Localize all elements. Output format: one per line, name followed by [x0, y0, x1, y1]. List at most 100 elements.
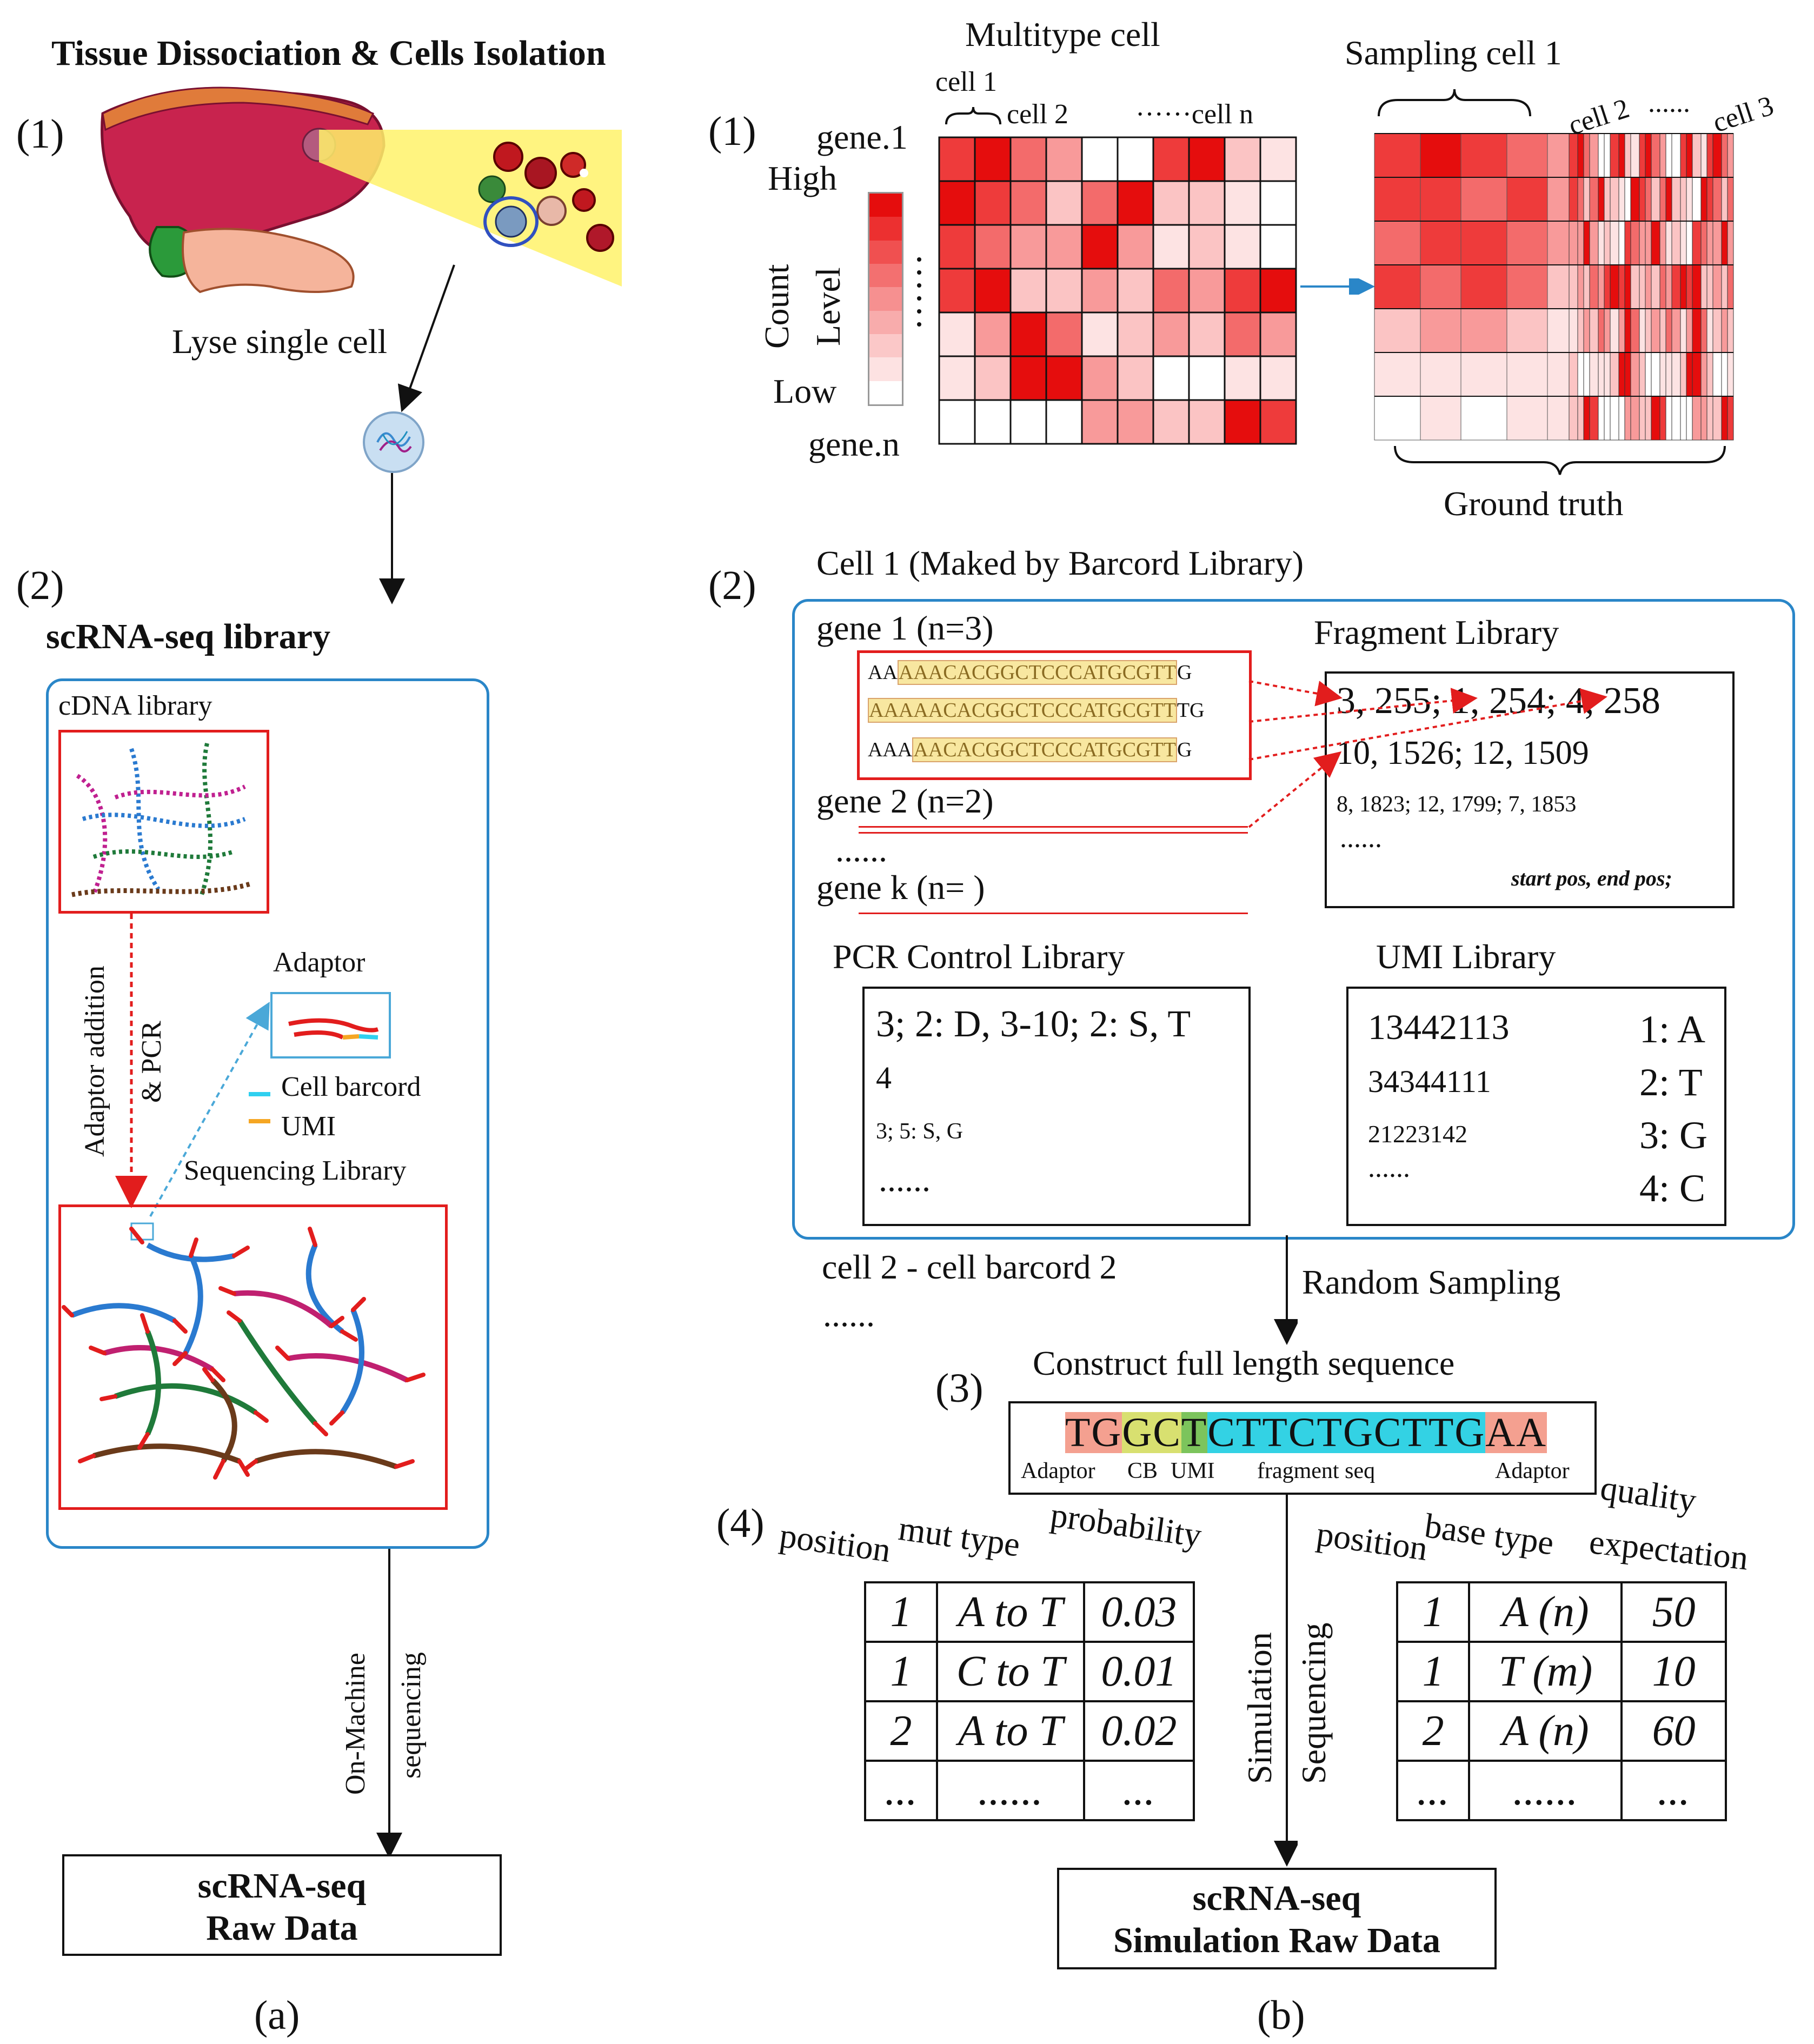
sample-cell [1460, 177, 1507, 222]
sample-cell [1374, 396, 1421, 441]
liver-top [102, 86, 375, 131]
sample-stripe [1727, 396, 1734, 441]
umi-code-2: 34344111 [1368, 1064, 1491, 1099]
table-cell: T (m) [1468, 1641, 1623, 1702]
heatmap-cell [1188, 224, 1226, 270]
sample-cell [1506, 133, 1548, 178]
sample-stripe [1645, 177, 1652, 222]
sample-stripe [1569, 133, 1578, 178]
heatmap-cell [974, 180, 1012, 226]
step-b4-label: (4) [716, 1501, 765, 1546]
heatmap-cell [1152, 399, 1190, 445]
sample-stripe [1721, 308, 1728, 353]
table-cell: 1 [1396, 1581, 1471, 1643]
legend-swatch [869, 310, 902, 334]
heatmap-cell [1259, 311, 1297, 357]
cell1-brace [945, 106, 1001, 125]
sample-cell [1547, 352, 1570, 397]
sim-label-2: Sequencing [1294, 1622, 1333, 1784]
sample-cell [1420, 133, 1461, 178]
sequence-segment: GC [1122, 1410, 1181, 1455]
heatmap-cell [1152, 180, 1190, 226]
sample-stripe [1630, 264, 1640, 309]
heatmap-cell [1259, 224, 1297, 270]
mut-header-position: position [777, 1516, 893, 1570]
adaptor-box [270, 992, 391, 1058]
arrow-to-cell [397, 264, 455, 412]
sampling-label: Sampling cell 1 [1345, 34, 1562, 72]
sample-stripe [1624, 308, 1631, 353]
table-cell: 0.02 [1082, 1700, 1195, 1762]
sample-stripe [1665, 264, 1672, 309]
sample-stripe [1706, 308, 1713, 353]
seq-label-umi: UMI [1171, 1459, 1215, 1483]
qual-header-expectation: expectation [1587, 1522, 1750, 1577]
sample-stripe [1686, 221, 1693, 265]
liver-illustration [101, 86, 622, 294]
heatmap-cell [974, 268, 1012, 314]
table-cell: ...... [936, 1760, 1085, 1821]
read-row-2: AAAAACACGGCTCCCATGCGTTTG [868, 698, 1205, 723]
cdna-label: cDNA library [58, 690, 212, 721]
sample-stripe [1686, 133, 1693, 178]
sample-stripe [1624, 221, 1631, 265]
genen-label: gene.n [808, 425, 900, 463]
sample-stripe [1645, 396, 1652, 441]
sample-stripe [1700, 308, 1707, 353]
sample-stripe [1712, 133, 1722, 178]
sample-stripe [1671, 264, 1681, 309]
legend-swatch [869, 240, 902, 264]
sample-stripe [1680, 352, 1687, 397]
sample-stripe [1651, 264, 1660, 309]
library-title: scRNA-seq library [46, 617, 331, 656]
gene2-underline [859, 826, 1248, 834]
sampling-brace [1378, 89, 1531, 117]
qual-header-base: base type [1422, 1506, 1557, 1562]
heatmap-cell [1009, 268, 1047, 314]
sample-stripe [1692, 308, 1702, 353]
sample-stripe [1706, 264, 1713, 309]
pcr-dots: ...... [879, 1160, 931, 1199]
arrow-adaptor-zoom [149, 1002, 270, 1217]
sample-stripe [1686, 352, 1693, 397]
sample-stripe [1686, 396, 1693, 441]
sample-stripe [1639, 177, 1646, 222]
read-row-3: AAAAACACGGCTCCCATGCGTTG [868, 737, 1192, 762]
cell-cluster [478, 142, 614, 252]
sequencing-library-illustration [62, 1222, 426, 1480]
table-cell: 10 [1620, 1641, 1727, 1702]
sample-stripe [1577, 352, 1584, 397]
sample-stripe [1686, 177, 1693, 222]
sample-cell [1420, 177, 1461, 222]
qual-header-quality: quality [1598, 1468, 1699, 1520]
sample-stripe [1692, 133, 1702, 178]
sample-stripe [1610, 308, 1619, 353]
lyse-label: Lyse single cell [172, 322, 388, 361]
raw-data-line1: scRNA-seq [197, 1866, 367, 1906]
heatmap-cell [1081, 180, 1119, 226]
sample-stripe [1706, 177, 1713, 222]
read-1-fragment: AAACACGGCTCCCATGCGTT [897, 660, 1177, 685]
sample-stripe [1659, 396, 1666, 441]
sample-stripe [1583, 177, 1590, 222]
legend-dots [917, 257, 921, 327]
sequence-segment: AA [1485, 1410, 1547, 1455]
sample-stripe [1569, 264, 1578, 309]
umi-map-2: 2: T [1639, 1061, 1703, 1104]
count-label: Count [758, 264, 796, 349]
genek-underline [859, 913, 1248, 914]
sample-stripe [1618, 352, 1625, 397]
heatmap-cell [1117, 268, 1154, 314]
table-cell: A to T [936, 1700, 1085, 1762]
cell1-box [792, 599, 1795, 1240]
heatmap-cell [1045, 224, 1083, 270]
sample-stripe [1721, 264, 1728, 309]
sample-stripe [1589, 352, 1599, 397]
sample-cell [1547, 133, 1570, 178]
sample-stripe [1598, 177, 1605, 222]
sample-stripe [1712, 177, 1722, 222]
heatmap-cell [1009, 399, 1047, 445]
sample-stripe [1651, 308, 1660, 353]
pcr-library-box [862, 987, 1251, 1226]
